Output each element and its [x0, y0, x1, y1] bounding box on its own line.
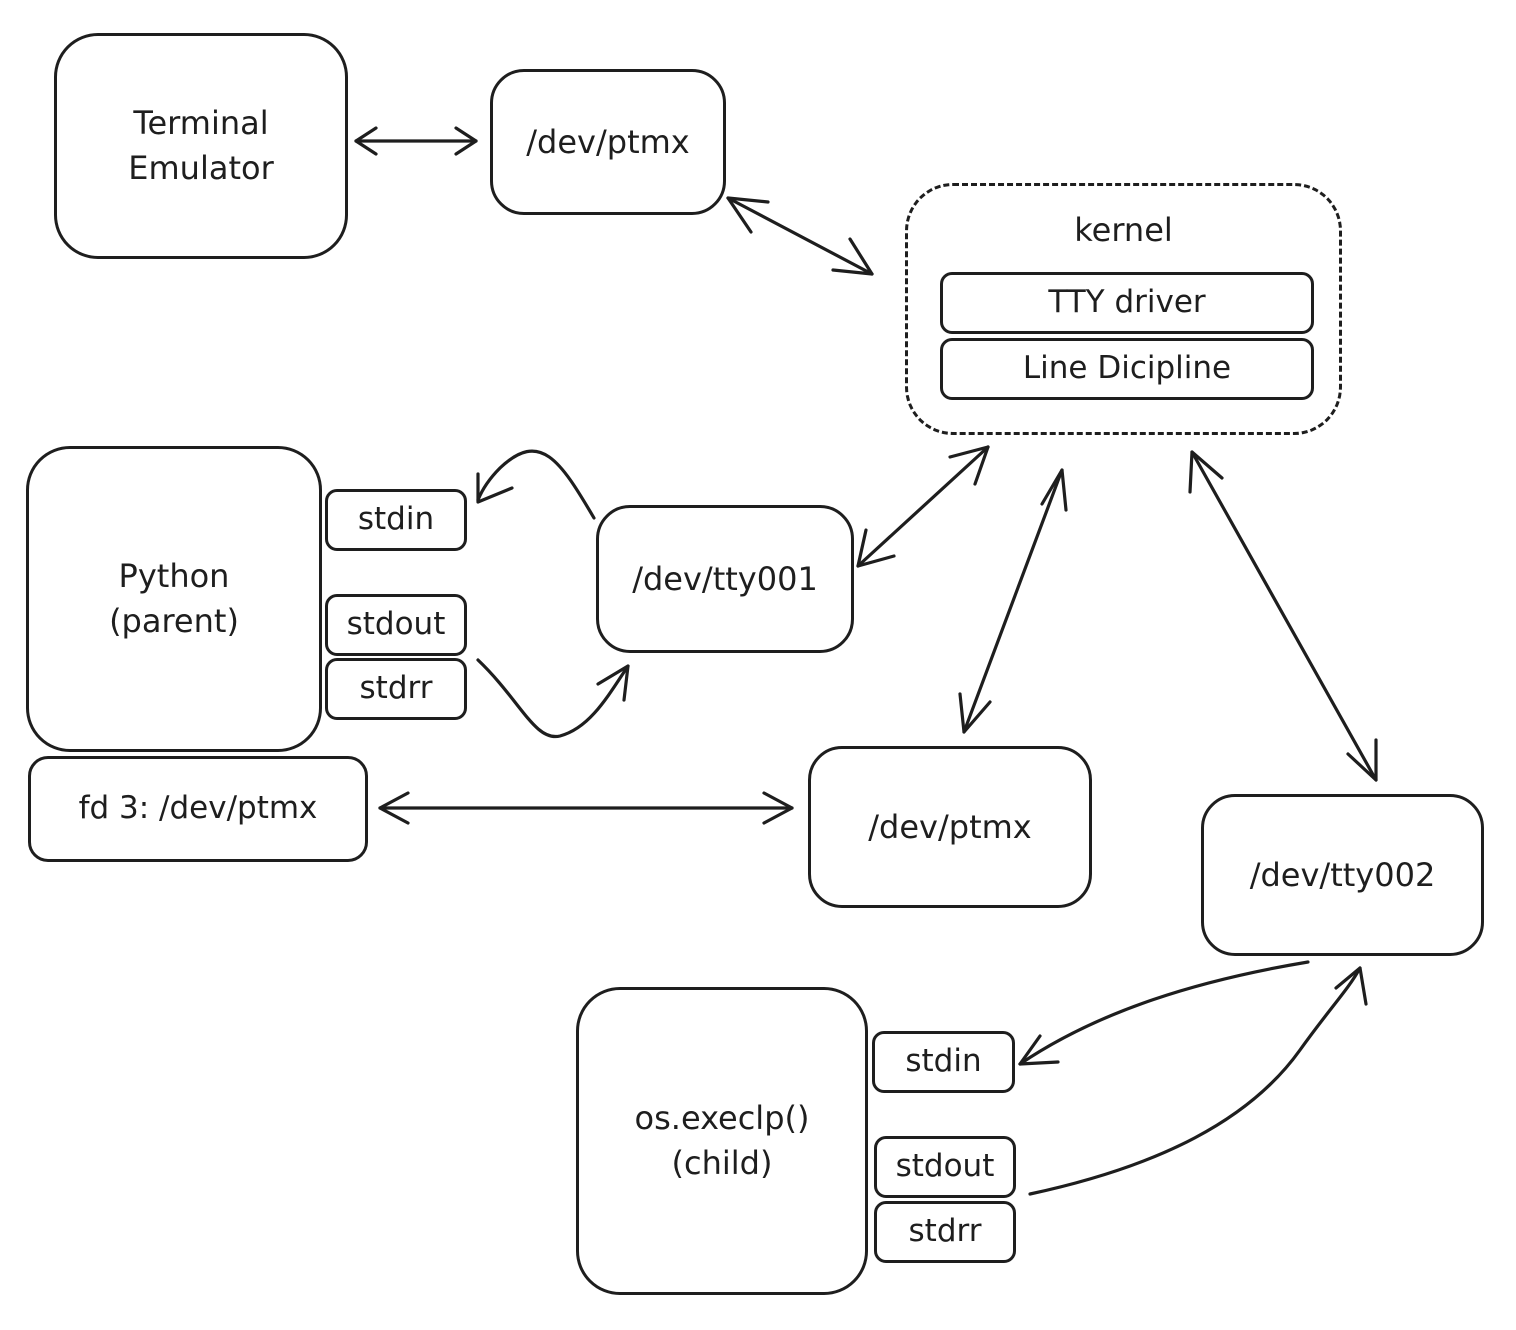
arrowhead-kernel-tty001-bottom: [856, 528, 896, 568]
arrowhead-terminal-ptmx-right: [454, 126, 478, 156]
arrowhead-ptmx-bottom-right: [762, 791, 794, 825]
terminal-emulator-label-line2: Emulator: [128, 149, 274, 187]
child-stderr-label: stdrr: [908, 1213, 982, 1250]
arrowhead-kernel-tty002-top: [1188, 450, 1224, 494]
arrow-kernel-tty001: [856, 445, 990, 568]
arrow-kernel-tty002: [1190, 450, 1378, 782]
arrowhead-parent-stderr-to-tty001: [596, 664, 630, 702]
python-parent-label-line2: (parent): [109, 602, 239, 640]
parent-stdout-node: stdout: [325, 594, 467, 656]
arrowhead-ptmx-kernel-start: [726, 196, 770, 234]
child-process-label-line2: (child): [671, 1144, 773, 1182]
arrowhead-tty001-to-parent-stdin: [476, 472, 514, 504]
ptmx-bottom-node: /dev/ptmx: [808, 746, 1092, 908]
arrow-parent-stderr-to-tty001: [476, 658, 630, 739]
arrowhead-child-stdout-to-tty002: [1334, 966, 1368, 1006]
arrow-ptmx-kernel: [726, 196, 874, 276]
child-process-node: os.execlp() (child): [576, 987, 868, 1295]
tty001-node: /dev/tty001: [596, 505, 854, 653]
terminal-emulator-label-line1: Terminal: [133, 104, 269, 143]
arrow-tty001-to-parent-stdin: [476, 449, 596, 520]
parent-stdout-label: stdout: [346, 606, 446, 643]
line-discipline-label: Line Dicipline: [1022, 350, 1232, 387]
child-stdin-label: stdin: [905, 1043, 982, 1080]
tty-driver-layer: TTY driver: [940, 272, 1314, 334]
kernel-group: kernel TTY driver Line Dicipline: [905, 183, 1342, 435]
arrowhead-kernel-tty001-top: [948, 445, 990, 486]
ptmx-top-label: /dev/ptmx: [526, 122, 690, 161]
arrow-child-stdout-to-tty002: [1028, 966, 1362, 1196]
parent-stderr-label: stdrr: [359, 670, 433, 707]
arrow-tty002-to-child-stdin: [1018, 960, 1310, 1066]
python-parent-node: Python (parent): [26, 446, 322, 752]
arrowhead-fd3-left: [378, 791, 410, 825]
parent-stdin-label: stdin: [357, 501, 435, 538]
terminal-emulator-node: Terminal Emulator: [54, 33, 348, 259]
tty-driver-label: TTY driver: [1048, 284, 1206, 321]
parent-stderr-node: stdrr: [325, 658, 467, 720]
parent-stdin-node: stdin: [325, 489, 467, 551]
child-stderr-node: stdrr: [874, 1201, 1016, 1263]
arrowhead-kernel-tty002-bottom: [1346, 738, 1378, 782]
line-discipline-layer: Line Dicipline: [940, 338, 1314, 400]
arrowhead-kernel-ptmx-bottom-bottom: [958, 692, 992, 734]
arrowhead-kernel-ptmx-bottom-top: [1040, 468, 1068, 512]
child-stdout-node: stdout: [874, 1136, 1016, 1198]
python-parent-label-line1: Python: [118, 557, 230, 596]
arrowhead-terminal-ptmx-left: [354, 126, 378, 156]
ptmx-top-node: /dev/ptmx: [490, 69, 726, 215]
child-process-label-line1: os.execlp(): [634, 1099, 810, 1138]
arrow-kernel-ptmx-bottom: [962, 468, 1064, 734]
ptmx-bottom-label: /dev/ptmx: [868, 807, 1032, 846]
child-stdout-label: stdout: [895, 1148, 995, 1185]
arrowhead-tty002-to-child-stdin: [1018, 1034, 1060, 1066]
child-stdin-node: stdin: [872, 1031, 1015, 1093]
tty001-label: /dev/tty001: [632, 559, 818, 598]
arrowhead-ptmx-kernel-end: [831, 237, 874, 276]
kernel-title: kernel: [1074, 211, 1173, 249]
fd3-node: fd 3: /dev/ptmx: [28, 756, 368, 862]
tty002-node: /dev/tty002: [1201, 794, 1484, 956]
tty002-label: /dev/tty002: [1249, 855, 1436, 894]
fd3-label: fd 3: /dev/ptmx: [78, 790, 318, 827]
